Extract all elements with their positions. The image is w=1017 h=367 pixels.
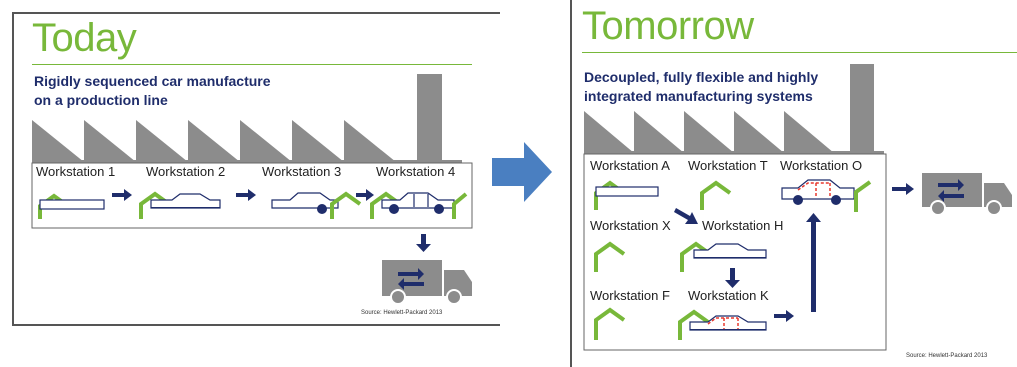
today-ws2-label: Workstation 2 [146,164,226,179]
tomorrow-source: Source: Hewlett-Packard 2013 [906,353,988,359]
today-title: Today [32,16,137,60]
today-source: Source: Hewlett-Packard 2013 [361,310,443,316]
today-subtitle-line2: on a production line [34,92,168,108]
today-ws2-graphic [139,191,221,219]
today-ws3-label: Workstation 3 [262,164,342,179]
tomorrow-wsF-label: Workstation F [590,288,670,303]
today-subtitle: Rigidly sequenced car manufacture on a p… [34,72,271,110]
today-ws3-graphic [271,191,362,219]
today-output-arrow [416,234,431,252]
tomorrow-flow-arrow-k-o [774,213,821,322]
tomorrow-output-arrow [892,183,914,195]
today-ws1-label: Workstation 1 [36,164,116,179]
tomorrow-title: Tomorrow [582,4,754,48]
tomorrow-subtitle-line2: integrated manufacturing systems [584,88,813,104]
today-flow-arrow-2 [236,189,256,201]
tomorrow-wsA-label: Workstation A [590,158,670,173]
today-panel: Today Rigidly sequenced car manufacture … [12,12,500,326]
transition-arrow-icon [492,142,552,202]
today-ws4-graphic [370,191,468,219]
tomorrow-wsT-label: Workstation T [688,158,768,173]
tomorrow-subtitle: Decoupled, fully flexible and highly int… [584,68,818,106]
tomorrow-wsK-graphic [678,309,767,340]
tomorrow-wsO-label: Workstation O [780,158,863,173]
tomorrow-factory-roof [584,64,884,154]
tomorrow-wsO-graphic [781,179,872,212]
tomorrow-wsA-graphic [594,180,659,210]
tomorrow-wsK-label: Workstation K [688,288,769,303]
tomorrow-wsH-graphic [680,241,767,272]
tomorrow-wsT-graphic [700,180,732,210]
tomorrow-subtitle-line1: Decoupled, fully flexible and highly [584,69,819,85]
today-ws4-label: Workstation 4 [376,164,456,179]
tomorrow-wsX-graphic [594,241,626,272]
tomorrow-title-rule [582,52,1017,53]
tomorrow-panel: Tomorrow Decoupled, fully flexible and h… [570,0,1017,367]
tomorrow-wsH-label: Workstation H [702,218,784,233]
tomorrow-delivery-truck-icon [922,173,1012,216]
today-flow-arrow-3 [356,189,374,201]
today-diagram [31,74,473,305]
today-delivery-truck-icon [382,260,472,305]
today-flow-arrow-1 [112,189,132,201]
today-subtitle-line1: Rigidly sequenced car manufacture [34,73,271,89]
tomorrow-flow-arrow-x-h [674,208,698,224]
tomorrow-wsX-label: Workstation X [590,218,671,233]
today-ws1-graphic [38,193,105,219]
tomorrow-wsF-graphic [594,307,626,340]
today-factory-roof [32,74,462,163]
today-title-rule [32,64,472,65]
tomorrow-diagram [583,64,1012,351]
tomorrow-flow-arrow-h-k [725,268,740,288]
